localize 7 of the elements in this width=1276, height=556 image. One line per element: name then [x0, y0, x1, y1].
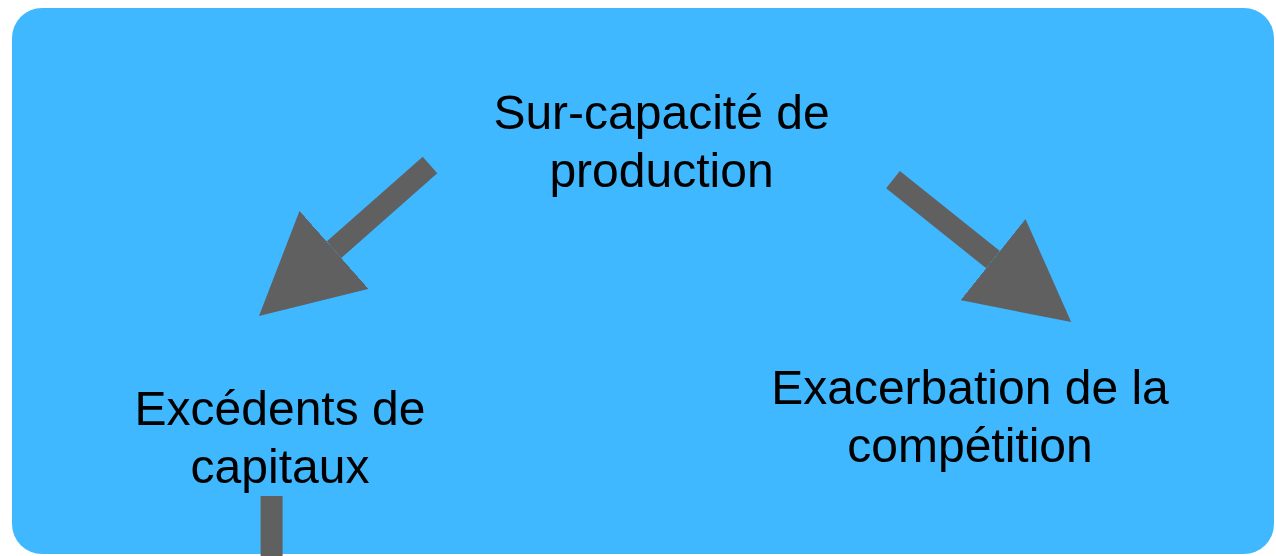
panel-background [12, 8, 1274, 554]
node-label: Exacerbation de la compétition [770, 360, 1170, 474]
connector-line [260, 496, 283, 556]
node-label: Excédents de capitaux [133, 381, 427, 495]
arrow [259, 156, 438, 316]
node-label: Sur-capacité de production [492, 84, 831, 199]
arrow [886, 171, 1072, 322]
